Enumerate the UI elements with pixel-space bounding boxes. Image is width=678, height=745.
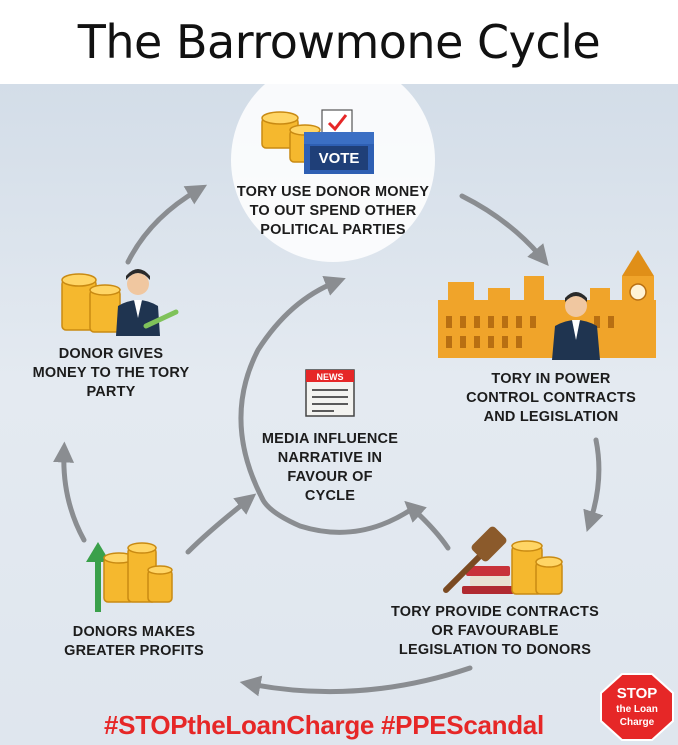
businessman-icon <box>116 269 179 336</box>
node-right-label: TORY IN POWER CONTROL CONTRACTS AND LEGI… <box>466 371 636 425</box>
arrow-bottom-right-to-center <box>404 500 451 551</box>
arrow-right-to-bottom-right <box>583 437 604 532</box>
coin-stack-icon-bottom-left <box>103 542 173 603</box>
logo-charge-text: Charge <box>619 717 655 728</box>
hashtags-text: #STOPtheLoanCharge #PPEScandal <box>104 710 544 740</box>
gavel-icon <box>443 526 514 594</box>
arrow-bottom-right-to-bottom-left <box>239 665 473 697</box>
node-center-label: MEDIA INFLUENCE NARRATIVE IN FAVOUR OF C… <box>261 431 399 504</box>
newspaper-icon <box>305 369 355 417</box>
arrow-center-to-top <box>238 276 346 501</box>
coin-stack-icon-bottom-right <box>511 540 563 595</box>
arrow-left-to-top <box>125 184 208 265</box>
inner-cycle-arrows <box>185 276 451 555</box>
node-top-label: TORY USE DONOR MONEY TO OUT SPEND OTHER … <box>236 184 430 238</box>
parliament-icon <box>438 250 656 358</box>
node-bottom-left-label: DONORS MAKES GREATER PROFITS <box>64 624 204 659</box>
ballot-box-icon <box>304 109 374 174</box>
node-bottom-right-label: TORY PROVIDE CONTRACTS OR FAVOURABLE LEG… <box>391 604 599 658</box>
politician-icon <box>552 292 600 360</box>
stop-sign-icon <box>600 673 674 741</box>
arrow-bottom-left-to-center <box>185 493 257 555</box>
center-loop-curve <box>259 495 418 535</box>
coin-stack-icon-left <box>61 273 121 333</box>
news-icon-text: NEWS <box>317 372 344 382</box>
outer-cycle-arrows <box>53 184 604 697</box>
vote-icon-text: VOTE <box>319 150 360 167</box>
logo-loan-text: the Loan <box>616 704 658 715</box>
node-left-label: DONOR GIVES MONEY TO THE TORY PARTY <box>32 346 190 400</box>
logo-stop-text: STOP <box>616 685 658 702</box>
arrow-top-to-right <box>459 193 549 267</box>
arrow-bottom-left-to-left <box>53 441 87 543</box>
